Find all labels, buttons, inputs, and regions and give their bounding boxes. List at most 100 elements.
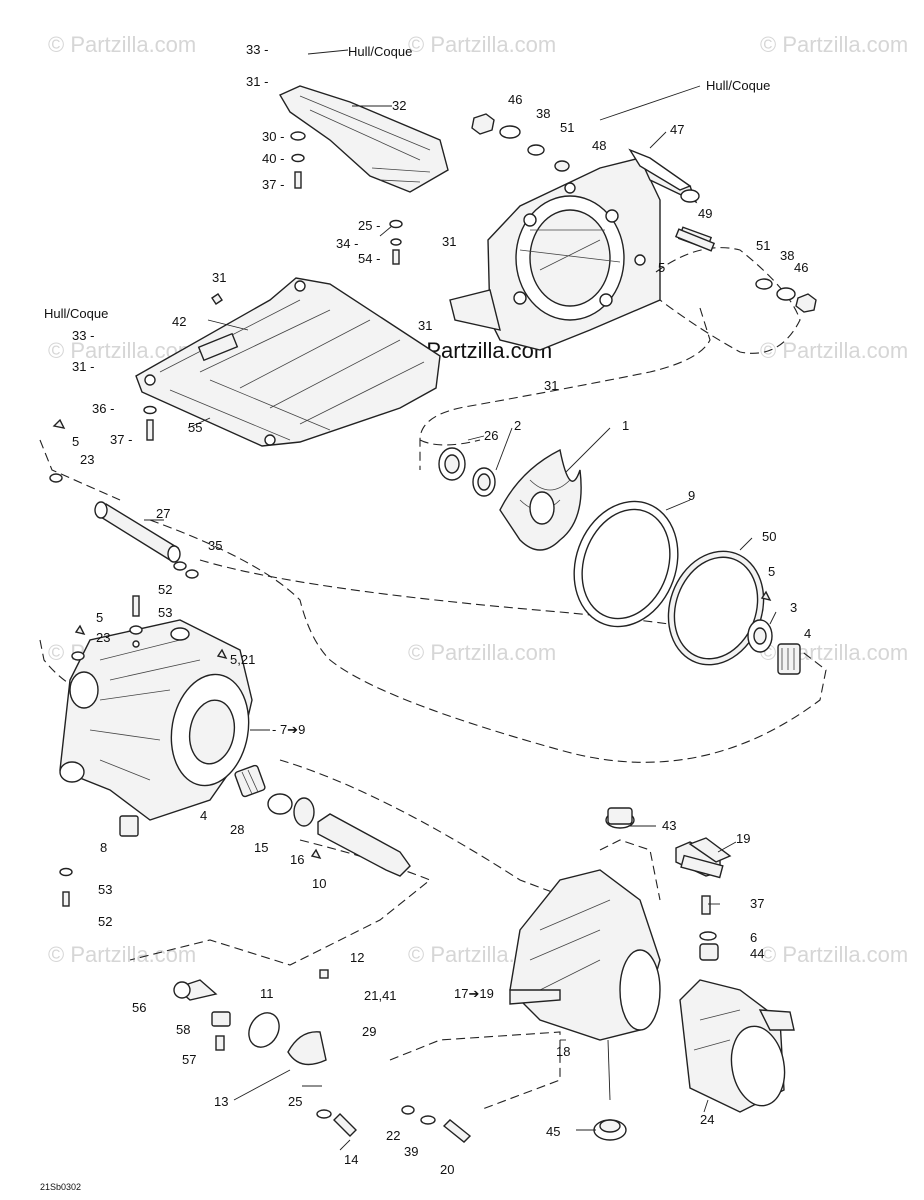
- callout: 22: [386, 1128, 400, 1143]
- callout: 33 -: [72, 328, 94, 343]
- callout: 4: [804, 626, 811, 641]
- callout: 2: [514, 418, 521, 433]
- callout: 54 -: [358, 251, 380, 266]
- callout: 25 -: [358, 218, 380, 233]
- bolt-washer-small-left: [49, 418, 66, 483]
- callout: 10: [312, 876, 326, 891]
- callout: 21,41: [364, 988, 397, 1003]
- watermark: © Partzilla.com: [48, 942, 196, 967]
- callout: 1: [622, 418, 629, 433]
- callout: 44: [750, 946, 764, 961]
- callout: 27: [156, 506, 170, 521]
- callout: 26: [484, 428, 498, 443]
- impeller-group: [438, 447, 801, 675]
- callout: 5: [96, 610, 103, 625]
- callout: 39: [404, 1144, 418, 1159]
- watermark: © Partzilla.com: [760, 32, 908, 57]
- drive-shaft-27: [94, 501, 199, 579]
- callout: 14: [344, 1152, 358, 1167]
- callout: 4: [200, 808, 207, 823]
- callout: 17➔19: [454, 986, 494, 1001]
- callout: 57: [182, 1052, 196, 1067]
- watermark: © Partzilla.com: [760, 338, 908, 363]
- drain-plug-hardware: [59, 867, 73, 907]
- watermarks: © Partzilla.com © Partzilla.com © Partzi…: [48, 32, 908, 967]
- callout: 5,21: [230, 652, 255, 667]
- callout: 53: [158, 605, 172, 620]
- callout: 33 -: [246, 42, 268, 57]
- callout: 31: [212, 270, 226, 285]
- callout: 37 -: [262, 177, 284, 192]
- callout: 18: [556, 1044, 570, 1059]
- watermark: © Partzilla.com: [48, 32, 196, 57]
- callout: 47: [670, 122, 684, 137]
- hull-label: Hull/Coque: [44, 306, 108, 321]
- callout: 23: [96, 630, 110, 645]
- callout-labels: 33 - 31 - 32 30 - 40 - 37 - 25 - 34 - 54…: [72, 42, 811, 1177]
- callout: 5: [768, 564, 775, 579]
- pump-housing-7: [59, 595, 253, 837]
- callout: 40 -: [262, 151, 284, 166]
- venturi-18: [509, 807, 732, 1041]
- callout: 36 -: [92, 401, 114, 416]
- callout: 38: [780, 248, 794, 263]
- callout: 46: [794, 260, 808, 275]
- callout: 46: [508, 92, 522, 107]
- callout: 35: [208, 538, 222, 553]
- callout: 15: [254, 840, 268, 855]
- venturi-frame: [449, 148, 801, 354]
- callout: 9: [688, 488, 695, 503]
- callout: 43: [662, 818, 676, 833]
- watermark: © Partzilla.com: [760, 942, 908, 967]
- nut-washer-stack-top: [471, 113, 570, 172]
- callout: 19: [736, 831, 750, 846]
- callout: 51: [560, 120, 574, 135]
- watermark: © Partzilla.com: [408, 640, 556, 665]
- callout: 20: [440, 1162, 454, 1177]
- callout: 31: [544, 378, 558, 393]
- callout: 52: [98, 914, 112, 929]
- callout: 23: [80, 452, 94, 467]
- callout: 31: [442, 234, 456, 249]
- callout: 8: [100, 840, 107, 855]
- hull-bracket-32: [279, 85, 449, 265]
- callout: 50: [762, 529, 776, 544]
- callout: 12: [350, 950, 364, 965]
- callout: 31: [418, 318, 432, 333]
- callout: 28: [230, 822, 244, 837]
- callout: 48: [592, 138, 606, 153]
- callout: 31 -: [246, 74, 268, 89]
- callout: 5: [72, 434, 79, 449]
- callout: 30 -: [262, 129, 284, 144]
- callout: 49: [698, 206, 712, 221]
- callout: 13: [214, 1094, 228, 1109]
- nozzle-24: [593, 979, 795, 1141]
- callout: 6: [750, 930, 757, 945]
- callout: 42: [172, 314, 186, 329]
- callout: 5: [658, 260, 665, 275]
- callout: 25: [288, 1094, 302, 1109]
- callout: 38: [536, 106, 550, 121]
- callout: 34 -: [336, 236, 358, 251]
- callout: 51: [756, 238, 770, 253]
- ride-plate-55: [135, 277, 441, 447]
- callout: 37: [750, 896, 764, 911]
- callout: 56: [132, 1000, 146, 1015]
- hull-label: Hull/Coque: [348, 44, 412, 59]
- watermark: © Partzilla.com: [408, 32, 556, 57]
- callout: 16: [290, 852, 304, 867]
- callout: 52: [158, 582, 172, 597]
- diagram-code: 21Sb0302: [40, 1182, 81, 1192]
- nut-washer-stack-right: [674, 228, 817, 313]
- impeller-shaft-group: [234, 764, 411, 877]
- leader-lines: [144, 49, 777, 1151]
- callout: 29: [362, 1024, 376, 1039]
- cone-13-group: [173, 854, 724, 1143]
- callout: 53: [98, 882, 112, 897]
- callout: 31 -: [72, 359, 94, 374]
- callout: 24: [700, 1112, 714, 1127]
- callout: 45: [546, 1124, 560, 1139]
- callout: 55: [188, 420, 202, 435]
- callout: - 7➔9: [272, 722, 305, 737]
